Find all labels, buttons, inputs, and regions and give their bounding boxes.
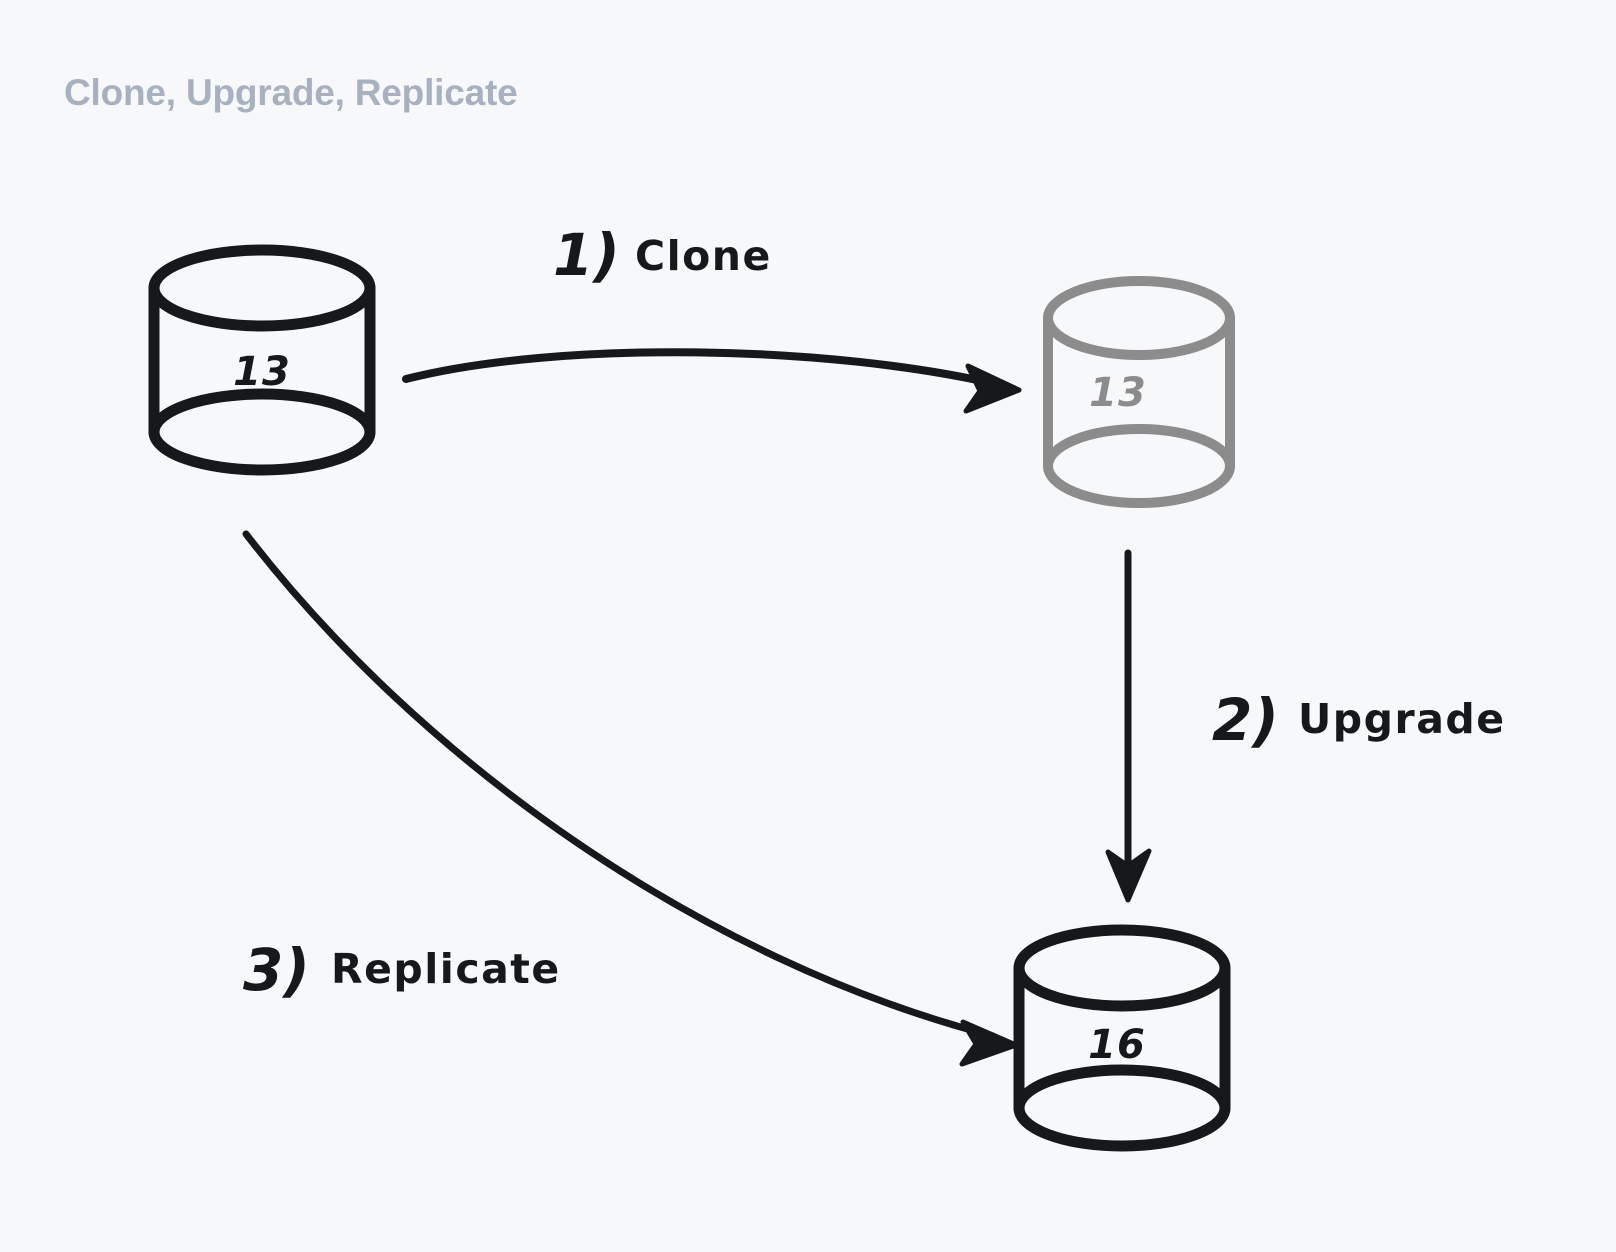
page-title: Clone, Upgrade, Replicate xyxy=(64,72,518,113)
step-label-clone: 1) Clone xyxy=(553,221,772,289)
cylinder-bottom-ellipse xyxy=(1013,1064,1231,1152)
step-2-word: Upgrade xyxy=(1298,695,1506,743)
arrow-replicate xyxy=(242,530,1019,1067)
step-label-replicate: 3) Replicate xyxy=(243,936,561,1004)
arrow-upgrade xyxy=(1105,549,1152,903)
cloned-database-label: 13 xyxy=(1089,370,1147,416)
source-database-label: 13 xyxy=(233,349,291,395)
cloned-database[interactable]: 13 xyxy=(1043,276,1235,508)
step-2-number: 2) xyxy=(1212,686,1279,754)
step-3-number: 3) xyxy=(243,936,310,1004)
step-3-word: Replicate xyxy=(331,945,561,993)
source-database[interactable]: 13 xyxy=(148,244,376,476)
cylinder-bottom-ellipse xyxy=(148,388,376,476)
cylinder-bottom-ellipse xyxy=(1043,424,1235,508)
arrow-clone xyxy=(402,348,1022,414)
step-1-number: 1) xyxy=(553,221,620,289)
upgraded-database-label: 16 xyxy=(1088,1022,1146,1068)
upgraded-database[interactable]: 16 xyxy=(1013,924,1231,1152)
step-label-upgrade: 2) Upgrade xyxy=(1212,686,1506,754)
step-1-word: Clone xyxy=(635,232,772,280)
